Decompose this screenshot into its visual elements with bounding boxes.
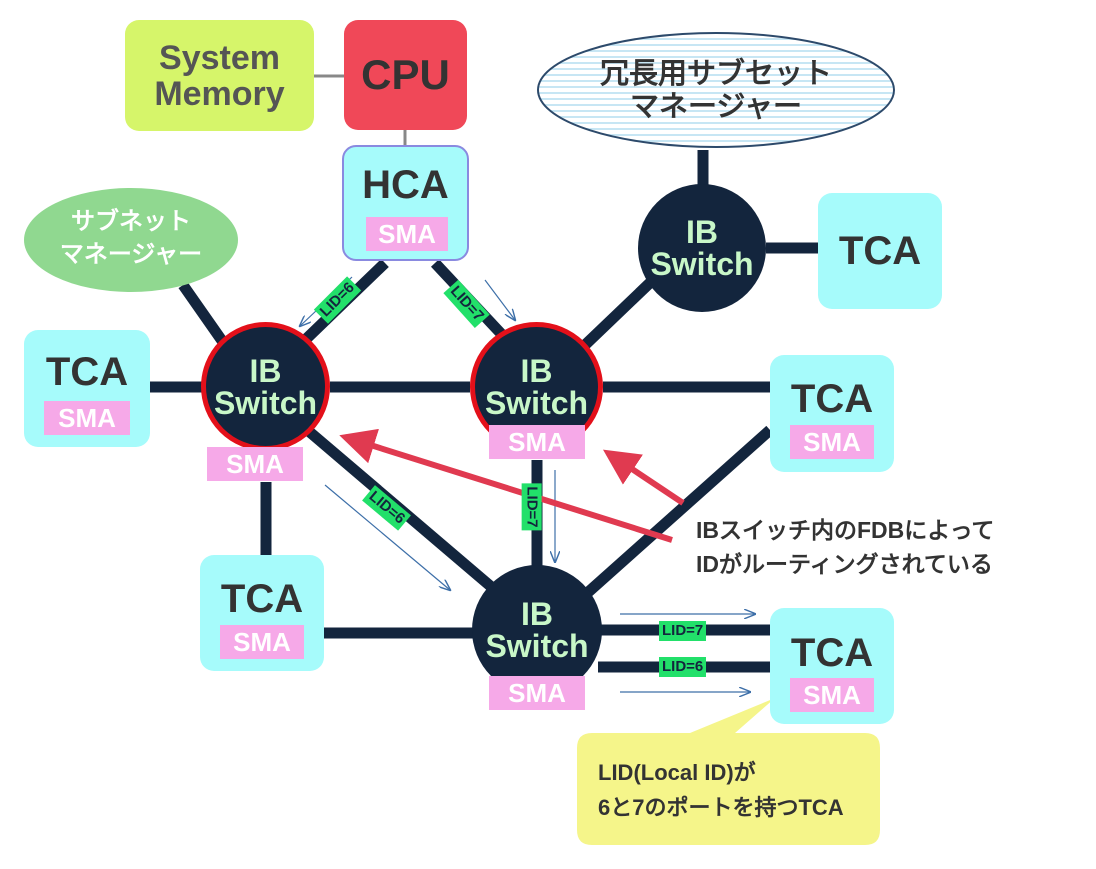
subnet-manager-ellipse bbox=[24, 188, 238, 292]
hca-sma-badge: SMA bbox=[366, 217, 448, 251]
callout-line2: 6と7のポートを持つTCA bbox=[598, 795, 844, 820]
routing-note: IBスイッチ内のFDBによって IDがルーティングされている bbox=[696, 513, 994, 581]
tca-mid-right-sma-badge: SMA bbox=[790, 425, 874, 459]
hca-box: HCA SMA bbox=[342, 145, 469, 261]
tca-bottom-right: TCA SMA bbox=[770, 608, 894, 724]
tca-bottom-left-label: TCA bbox=[220, 577, 304, 621]
red-arrow-center-switch bbox=[603, 449, 685, 506]
tca-top-right: TCA bbox=[818, 193, 942, 309]
system-memory-line2: Memory bbox=[154, 74, 285, 113]
link-subnet-manager-left-switch bbox=[178, 281, 230, 349]
callout-line1: LID(Local ID)が bbox=[598, 760, 756, 785]
link-bottom-switch-tca-mid-right bbox=[581, 425, 774, 600]
switch-bottom-line2: Switch bbox=[485, 628, 589, 664]
lid-label-bottom-tca-6: LID=6 bbox=[659, 657, 707, 677]
tca-bottom-right-sma-badge: SMA bbox=[790, 678, 874, 712]
system-memory-line1: System bbox=[159, 38, 280, 77]
switch-center-line1: IB bbox=[520, 353, 553, 389]
routing-note-line2: IDがルーティングされている bbox=[696, 551, 993, 577]
flow-arrow-hca-center bbox=[484, 279, 515, 320]
lid-label-center-bottom: LID=7 bbox=[521, 483, 542, 531]
subnet-manager-line1: サブネット bbox=[71, 208, 191, 235]
tca-mid-right-label: TCA bbox=[790, 377, 874, 421]
subnet-manager-line2: マネージャー bbox=[59, 241, 203, 268]
redundant-manager-line2: マネージャー bbox=[630, 91, 802, 123]
tca-top-right-label: TCA bbox=[838, 229, 922, 273]
switch-center-sma-badge: SMA bbox=[489, 425, 585, 459]
red-arrow-left-switch bbox=[339, 428, 673, 543]
tca-bottom-left-sma-badge: SMA bbox=[220, 625, 304, 659]
switch-top-right-line2: Switch bbox=[650, 246, 754, 282]
system-memory-box: System Memory bbox=[125, 20, 314, 131]
cpu-label: CPU bbox=[361, 51, 450, 98]
routing-note-line1: IBスイッチ内のFDBによって bbox=[696, 517, 995, 543]
switch-bottom-sma-badge: SMA bbox=[489, 676, 585, 710]
switch-center-line2: Switch bbox=[484, 385, 589, 421]
ib-switch-left: IB Switch bbox=[201, 322, 330, 451]
tca-left: TCA SMA bbox=[24, 330, 150, 447]
redundant-manager-label: 冗長用サブセット マネージャー bbox=[540, 58, 892, 124]
flow-arrow-left-bottom bbox=[324, 484, 450, 590]
tca-bottom-left: TCA SMA bbox=[200, 555, 324, 671]
link-center-top-right-switch bbox=[581, 274, 659, 349]
switch-left-sma-badge: SMA bbox=[207, 447, 303, 481]
tca-bottom-right-label: TCA bbox=[790, 631, 874, 675]
switch-left-line1: IB bbox=[249, 352, 282, 389]
ib-switch-bottom: IB Switch bbox=[472, 565, 602, 695]
switch-left-line2: Switch bbox=[213, 384, 318, 421]
tca-mid-right: TCA SMA bbox=[770, 355, 894, 472]
redundant-manager-line1: 冗長用サブセット bbox=[599, 58, 832, 90]
lid-label-bottom-tca-7: LID=7 bbox=[659, 621, 707, 641]
callout-text: LID(Local ID)が 6と7のポートを持つTCA bbox=[598, 755, 844, 825]
switch-bottom-line1: IB bbox=[521, 596, 553, 632]
tca-left-label: TCA bbox=[45, 350, 129, 394]
subnet-manager-label: サブネット マネージャー bbox=[24, 205, 238, 271]
callout-bubble bbox=[577, 698, 880, 845]
ib-switch-top-right: IB Switch bbox=[638, 184, 766, 312]
tca-left-sma-badge: SMA bbox=[44, 401, 130, 435]
cpu-box: CPU bbox=[344, 20, 467, 130]
switch-top-right-line1: IB bbox=[686, 214, 718, 250]
redundant-manager-ellipse bbox=[537, 32, 895, 148]
hca-label: HCA bbox=[362, 163, 449, 207]
